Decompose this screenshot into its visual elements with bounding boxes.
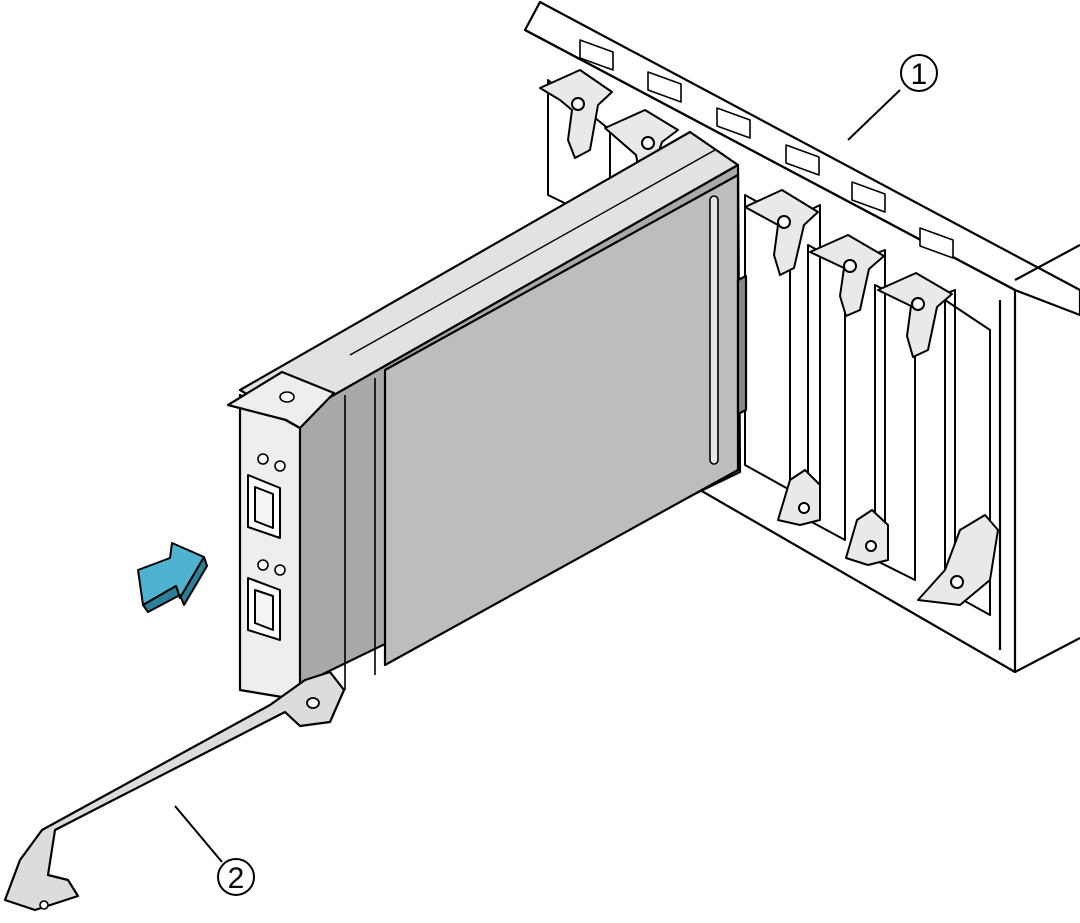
slot-latch-1 — [539, 69, 613, 159]
callout-1-circle — [900, 54, 938, 92]
extraction-lever — [3, 670, 346, 912]
slot-latch-5 — [809, 234, 885, 317]
slot-latches-bottom — [777, 469, 999, 606]
module-side-panel — [383, 173, 740, 667]
status-leds — [257, 453, 286, 576]
callout-2-label: 2 — [228, 862, 245, 895]
callout-1: 1 — [847, 54, 938, 141]
slot-latch-6 — [877, 272, 953, 358]
slot-latches-top — [539, 69, 953, 358]
chassis-floor — [699, 489, 1016, 673]
slot-latch-4 — [744, 189, 819, 276]
leader-line-1 — [847, 89, 901, 141]
faceplate — [238, 393, 302, 702]
chassis-right-side — [1013, 290, 1080, 674]
callout-2: 2 — [174, 805, 255, 896]
chassis — [523, 0, 1080, 674]
module-rear-connector — [736, 274, 748, 416]
slot-latch-bottom-7 — [917, 514, 999, 606]
module — [226, 130, 748, 702]
port-lower — [247, 577, 281, 641]
slot-latch-bottom-4 — [777, 469, 821, 526]
slot-labels — [579, 39, 954, 259]
callout-1-label: 1 — [911, 58, 928, 91]
chassis-right-top — [1014, 244, 1080, 281]
module-side-slot — [709, 195, 719, 465]
callout-2-circle — [217, 858, 255, 896]
slot-latch-bottom-5 — [845, 509, 889, 566]
leader-line-2 — [174, 805, 223, 863]
arrow-right-icon — [137, 542, 208, 613]
port-upper — [247, 474, 281, 539]
